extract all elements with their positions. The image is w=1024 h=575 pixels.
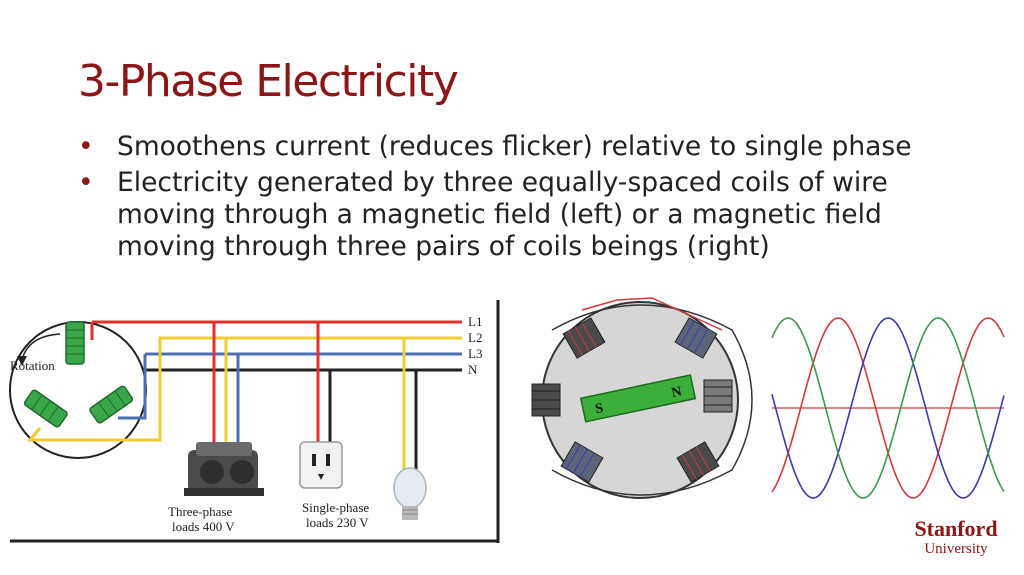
bullet-text: Smoothens current (reduces flicker) rela… (117, 131, 912, 162)
motor-icon (184, 442, 264, 496)
bullet-item: • Smoothens current (reduces flicker) rel… (78, 131, 978, 163)
magnet-s-label: S (594, 401, 605, 417)
coil-right-icon (89, 385, 134, 424)
magnet-rotor-icon: S N (579, 374, 697, 423)
coil-left-icon (531, 383, 561, 417)
rotating-magnet-stator-diagram: S N (531, 297, 753, 499)
three-phase-label-line2: loads 400 V (172, 519, 235, 534)
coil-right-icon (703, 379, 733, 413)
three-phase-wiring-diagram: Rotation L1 L2 L3 N Three-phase loads 40… (9, 300, 500, 543)
line-l2-label: L2 (468, 330, 482, 345)
single-phase-label-line2: loads 230 V (306, 515, 369, 530)
coil-top-right-icon (674, 317, 718, 359)
light-bulb-icon (393, 467, 427, 520)
outlet-icon (299, 441, 343, 489)
line-n-label: N (468, 362, 478, 377)
bullet-item: • Electricity generated by three equally-… (78, 167, 978, 263)
phase-3-waveform (771, 317, 1005, 499)
single-phase-label-line1: Single-phase (302, 500, 369, 515)
line-l3-label: L3 (468, 346, 482, 361)
bullet-icon: • (78, 131, 94, 162)
bullet-icon: • (78, 167, 94, 198)
coil-left-icon (23, 389, 68, 428)
coil-top-icon (65, 321, 85, 365)
line-l1-label: L1 (468, 314, 482, 329)
logo-line2: University (924, 541, 988, 557)
rotation-label: Rotation (10, 358, 55, 373)
bullet-list: • Smoothens current (reduces flicker) rel… (78, 131, 978, 286)
coil-bottom-right-icon (676, 441, 720, 483)
logo-line1: Stanford (914, 516, 998, 541)
coil-bottom-left-icon (560, 441, 604, 483)
bullet-text: Electricity generated by three equally-s… (117, 167, 888, 262)
three-phase-waveform-chart (771, 317, 1005, 499)
coil-top-left-icon (562, 317, 606, 359)
phase-2-waveform (771, 317, 1005, 499)
stanford-logo: Stanford University (900, 518, 1012, 558)
magnet-n-label: N (670, 384, 683, 401)
slide-title: 3-Phase Electricity (78, 56, 459, 107)
three-phase-label-line1: Three-phase (168, 504, 232, 519)
